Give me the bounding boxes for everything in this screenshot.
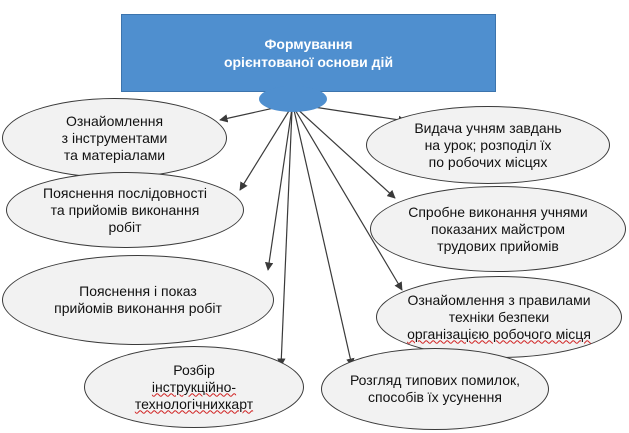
- node-line: Розбір: [173, 361, 215, 378]
- node-line: прийомів виконання робіт: [54, 300, 222, 316]
- node-instruction-cards: Розбір інструкційно- технологічнихкарт: [84, 346, 304, 428]
- node-line: способів їх усунення: [368, 389, 502, 405]
- arrow-to-n2: [239, 105, 293, 191]
- node-trial-execution: Спробне виконання учнями показаних майст…: [370, 186, 626, 272]
- node-assign-tasks: Видача учням завдань на урок; розподіл ї…: [366, 106, 610, 184]
- node-safety-rules: Ознайомлення з правилами техніки безпеки…: [376, 276, 622, 358]
- node-line: інструкційно-: [151, 378, 237, 395]
- node-line: Ознайомлення: [65, 112, 164, 129]
- title-line-1: Формування: [264, 36, 353, 52]
- node-line: Видача учням завдань: [414, 119, 562, 136]
- node-line: та матеріалами: [63, 146, 166, 163]
- node-line: Пояснення послідовності: [43, 184, 207, 201]
- arrow-to-n4: [277, 109, 293, 367]
- node-line: техніки безпеки: [448, 308, 550, 325]
- node-line: по робочих місцях: [428, 153, 548, 170]
- node-line: робіт: [108, 218, 142, 235]
- node-line: з інструментами: [61, 129, 168, 146]
- title-line-2: орієнтованої основи дій: [223, 54, 394, 70]
- node-line: та прийомів виконання: [50, 201, 200, 218]
- arrow-to-n3: [264, 107, 293, 271]
- node-line: трудових прийомів: [437, 237, 559, 254]
- title-box: Формування орієнтованої основи дій: [121, 14, 496, 92]
- arrow-to-n6: [293, 105, 396, 199]
- node-line: Розгляд типових помилок,: [349, 372, 521, 388]
- node-explain-and-show: Пояснення і показ прийомів виконання роб…: [2, 255, 274, 345]
- node-line: Пояснення і показ: [79, 283, 197, 299]
- node-line: організацією робочого місця: [407, 325, 591, 342]
- node-line: показаних майстром: [431, 220, 565, 237]
- node-sequence-explanation: Пояснення послідовності та прийомів вико…: [6, 172, 244, 248]
- node-typical-errors: Розгляд типових помилок, способів їх усу…: [321, 348, 549, 430]
- node-line: Ознайомлення з правилами: [407, 291, 591, 308]
- node-line: Спробне виконання учнями: [408, 203, 588, 220]
- arrow-to-n8: [293, 109, 355, 367]
- arrow-to-n7: [293, 107, 403, 291]
- hub-ellipse: [259, 86, 327, 112]
- node-line: на урок; розподіл їх: [424, 136, 552, 153]
- node-line: технологічнихкарт: [134, 395, 254, 412]
- node-tools-materials: Ознайомлення з інструментами та матеріал…: [2, 98, 227, 178]
